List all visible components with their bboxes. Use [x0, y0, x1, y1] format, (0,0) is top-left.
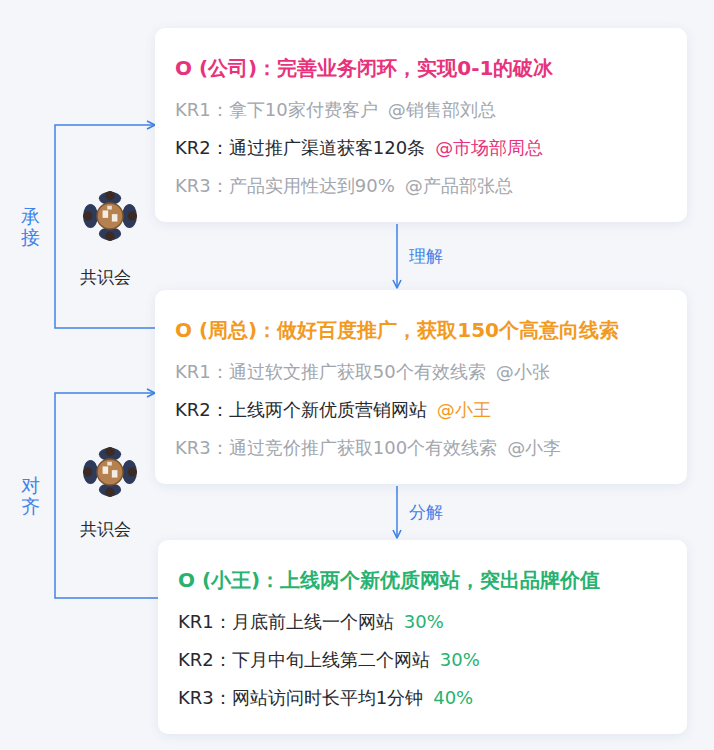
key-result-text: KR2：上线两个新优质营销网站 — [175, 399, 427, 420]
owner-tag: @小张 — [496, 361, 550, 382]
key-result-text: KR1：拿下10家付费客户 — [175, 99, 378, 120]
key-result-text: KR1：月底前上线一个网站 — [178, 611, 394, 632]
owner-tag: @产品部张总 — [405, 175, 513, 196]
key-result-row: KR3：产品实用性达到90% @产品部张总 — [175, 167, 667, 205]
owner-tag: @市场部周总 — [435, 137, 543, 158]
key-result-row: KR2：通过推广渠道获客120条 @市场部周总 — [175, 129, 667, 167]
bracket-arrow — [55, 125, 155, 328]
owner-tag: @小李 — [507, 437, 561, 458]
owner-tag: 30% — [440, 649, 480, 670]
objective-title: O (公司)：完善业务闭环，实现0-1的破冰 — [175, 54, 667, 82]
flow-arrow — [396, 486, 398, 538]
flow-arrow — [396, 224, 398, 288]
key-result-row: KR2：下月中旬上线第二个网站 30% — [178, 641, 667, 679]
okr-card: O (公司)：完善业务闭环，实现0-1的破冰 KR1：拿下10家付费客户 @销售部刘… — [155, 28, 687, 222]
okr-card: O (小王)：上线两个新优质网站，突出品牌价值KR1：月底前上线一个网站30%K… — [158, 540, 687, 734]
owner-tag: 40% — [433, 687, 473, 708]
arrow-label: 分解 — [409, 501, 443, 523]
key-result-row: KR1：通过软文推广获取50个有效线索 @小张 — [175, 353, 667, 391]
key-result-text: KR2：通过推广渠道获客120条 — [175, 137, 425, 158]
owner-tag: 30% — [404, 611, 444, 632]
bracket-label: 承接 — [21, 206, 40, 248]
objective-title: O (周总)：做好百度推广，获取150个高意向线索 — [175, 316, 667, 344]
key-result-row: KR2：上线两个新优质营销网站 @小王 — [175, 391, 667, 429]
okr-card: O (周总)：做好百度推广，获取150个高意向线索 KR1：通过软文推广获取50个… — [155, 290, 687, 484]
key-result-text: KR2：下月中旬上线第二个网站 — [178, 649, 430, 670]
meeting-icon — [83, 447, 137, 497]
objective-title: O (小王)：上线两个新优质网站，突出品牌价值 — [178, 566, 667, 594]
bracket-label: 对齐 — [21, 475, 40, 517]
key-result-row: KR1：月底前上线一个网站 30% — [178, 603, 667, 641]
key-result-text: KR1：通过软文推广获取50个有效线索 — [175, 361, 486, 382]
meeting-icon — [83, 191, 137, 241]
bracket-arrow — [55, 393, 158, 598]
key-result-row: KR3：通过竞价推广获取100个有效线索 @小李 — [175, 429, 667, 467]
key-result-text: KR3：通过竞价推广获取100个有效线索 — [175, 437, 497, 458]
key-result-text: KR3：产品实用性达到90% — [175, 175, 395, 196]
key-result-row: KR3：网站访问时长平均1分钟 40% — [178, 679, 667, 717]
arrow-label: 理解 — [409, 245, 443, 267]
owner-tag: @小王 — [437, 399, 491, 420]
meeting-label: 共识会 — [80, 519, 131, 539]
owner-tag: @销售部刘总 — [388, 99, 496, 120]
meeting-label: 共识会 — [80, 267, 131, 287]
key-result-text: KR3：网站访问时长平均1分钟 — [178, 687, 423, 708]
key-result-row: KR1：拿下10家付费客户 @销售部刘总 — [175, 91, 667, 129]
